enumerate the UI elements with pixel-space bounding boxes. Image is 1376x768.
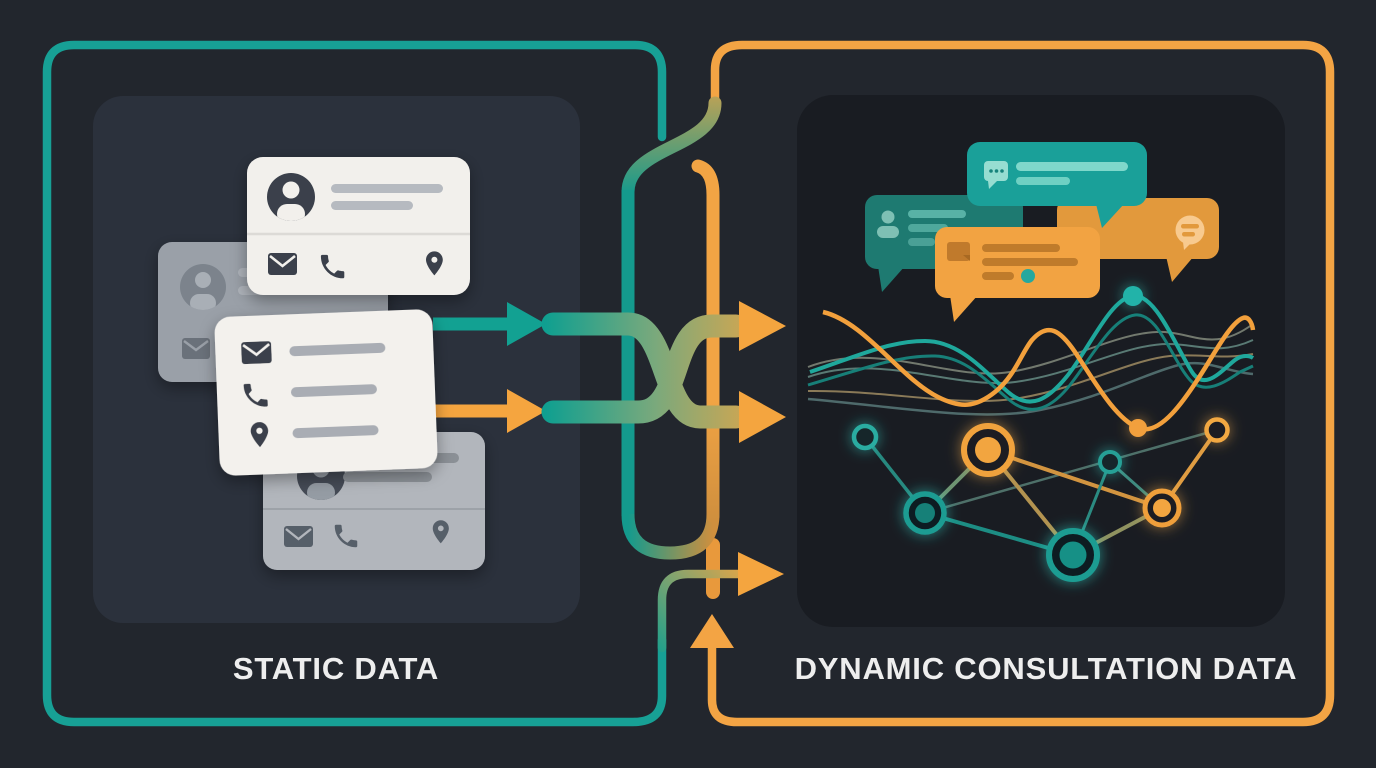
text-line <box>292 425 379 439</box>
network-nodes <box>851 417 1230 582</box>
text-line <box>331 184 443 193</box>
channel-ascend-hook <box>691 159 720 523</box>
wave-teal-dim <box>807 313 1254 411</box>
mail-icon <box>182 338 210 359</box>
node-teal-medium <box>903 491 947 535</box>
tube-arrowhead-icon <box>739 391 786 443</box>
person-icon <box>877 210 899 238</box>
node-teal-small <box>1098 450 1122 474</box>
wave-trough-dot <box>1129 419 1147 437</box>
static-frame-border <box>42 40 667 727</box>
text-line <box>289 342 386 357</box>
document-icon <box>947 242 970 261</box>
frame-up-arrowhead-icon <box>690 614 734 648</box>
text-line <box>982 244 1060 252</box>
wave-peak-dot <box>1123 286 1143 306</box>
wave-teal-main <box>809 293 1255 404</box>
wave-thin-line <box>807 339 1254 385</box>
mail-icon <box>284 526 313 547</box>
wave-orange-main <box>822 309 1256 432</box>
node-orange-small <box>1204 417 1230 443</box>
wave-thin-line <box>807 353 1254 403</box>
consultation-waves <box>807 293 1256 432</box>
contact-card-white-1 <box>247 157 470 295</box>
chat-bubble-document <box>935 227 1100 322</box>
frame-tail-arrow-shaft <box>657 569 745 653</box>
text-line <box>908 210 966 218</box>
thin-teal-arrowhead-icon <box>507 302 546 346</box>
text-line <box>290 384 377 398</box>
chat-bubble-typing <box>967 142 1147 228</box>
frame-tail-arrowhead-icon <box>738 552 784 596</box>
typing-dots-icon <box>984 161 1008 189</box>
node-teal-large <box>1046 528 1100 582</box>
dynamic-frame-border <box>707 40 1335 727</box>
tube-arrow-lower-to-upper <box>541 301 786 424</box>
thin-orange-arrow <box>433 389 546 433</box>
status-dot <box>1021 269 1035 283</box>
text-line <box>908 224 948 232</box>
tube-arrowhead-icon <box>739 301 786 351</box>
thin-orange-arrowhead-icon <box>507 389 546 433</box>
channel-s-curve <box>621 96 722 199</box>
text-line <box>982 258 1078 266</box>
mail-icon <box>241 341 272 365</box>
thin-teal-arrow <box>433 302 546 346</box>
text-line <box>982 272 1014 280</box>
node-teal-small <box>851 423 879 451</box>
wave-thin-line <box>807 323 1254 375</box>
text-line <box>343 472 432 482</box>
channel-u-turn <box>621 513 720 560</box>
text-line <box>908 238 935 246</box>
static-data-title: STATIC DATA <box>233 651 439 686</box>
text-line <box>331 201 413 210</box>
contact-card-white-2 <box>214 309 438 476</box>
text-line <box>1016 177 1070 185</box>
node-orange-large <box>961 423 1015 477</box>
text-line <box>1016 162 1128 171</box>
dynamic-data-title: DYNAMIC CONSULTATION DATA <box>795 651 1298 686</box>
mail-icon <box>268 253 297 275</box>
speech-circle-icon <box>1175 215 1205 250</box>
node-orange-medium <box>1142 488 1182 528</box>
